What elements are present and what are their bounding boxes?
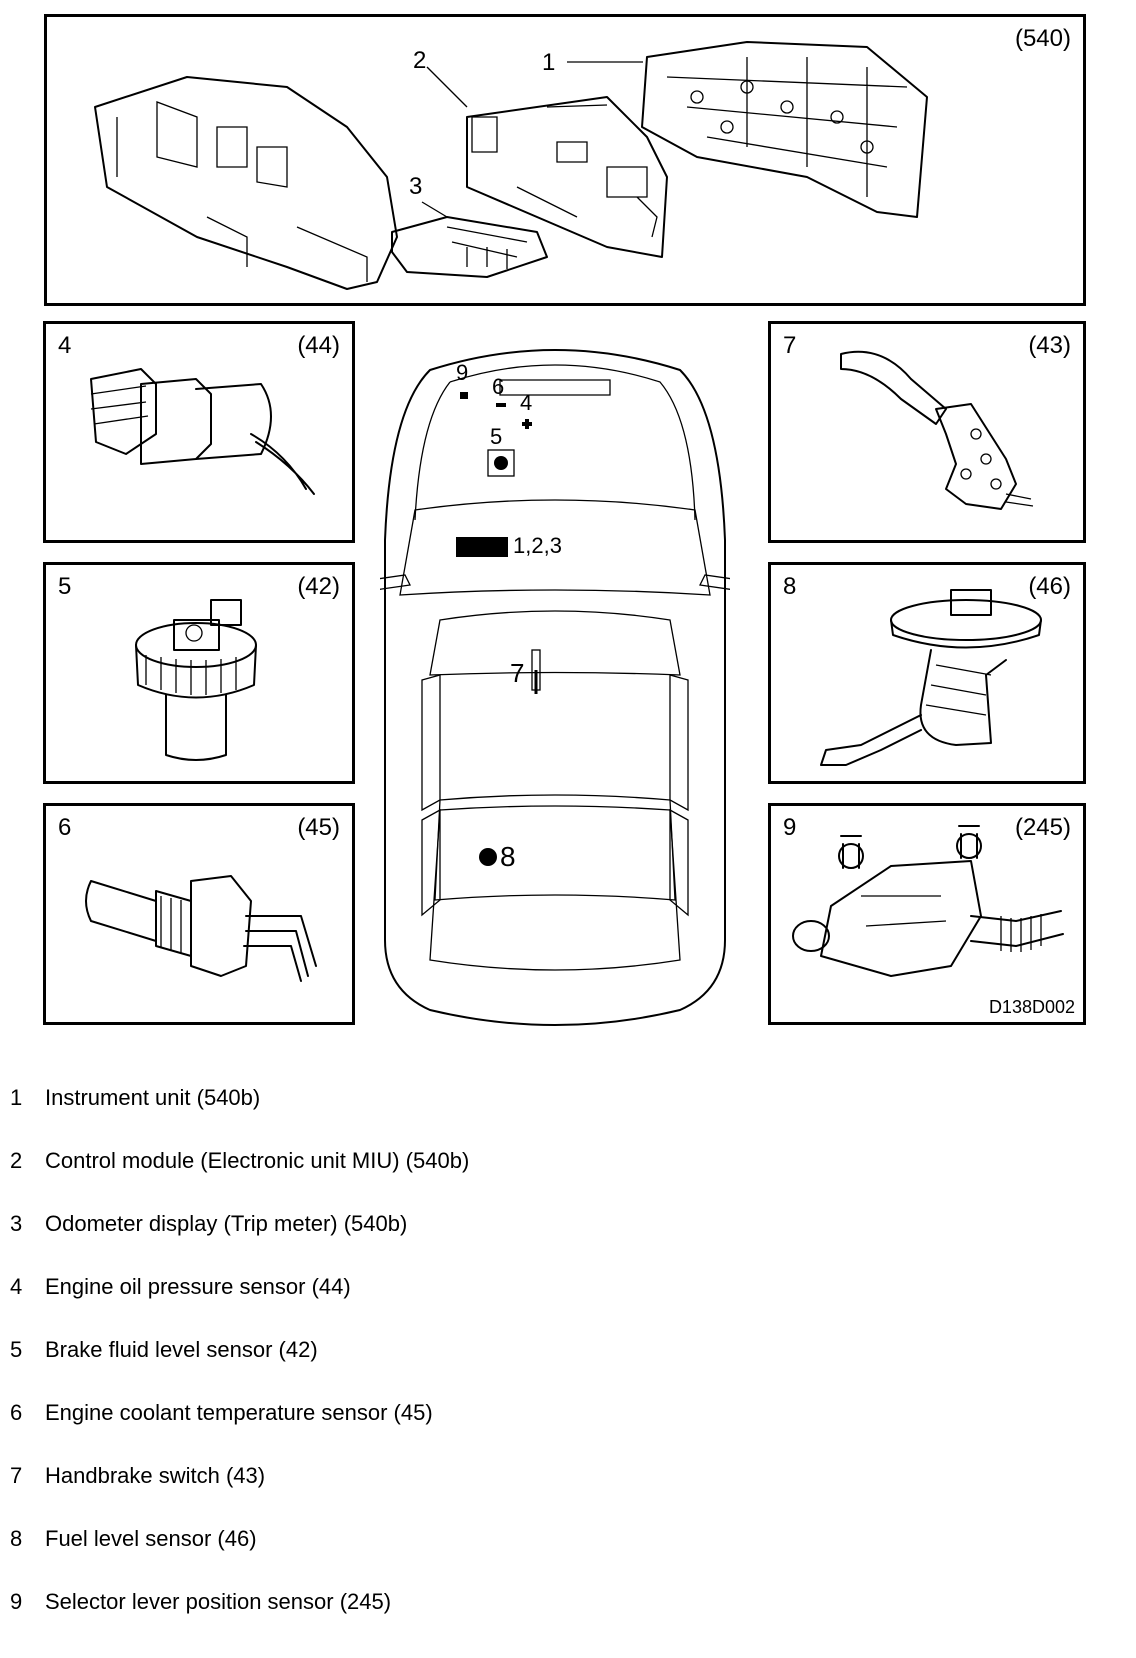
trip-meter-icon	[391, 216, 548, 278]
panel-coolant-temp-sensor: 6 (45)	[43, 803, 355, 1025]
panel-number: 9	[783, 814, 797, 841]
callout-2: 2	[413, 47, 427, 74]
car-marker-6: 6	[492, 374, 505, 399]
legend-text: Instrument unit (540b)	[45, 1085, 261, 1110]
instrument-cluster-panel: (540) 2 1 3	[44, 14, 1086, 306]
legend-number: 8	[10, 1526, 23, 1551]
panel-code: (43)	[1028, 332, 1071, 359]
legend-number: 1	[10, 1085, 23, 1110]
handbrake-switch-icon	[840, 350, 1034, 510]
legend-number: 6	[10, 1400, 23, 1425]
legend-text: Handbrake switch (43)	[45, 1463, 266, 1488]
panel-code: (44)	[297, 332, 340, 359]
legend-number: 4	[10, 1274, 23, 1299]
car-outline-icon	[369, 349, 741, 1026]
panel-code: (245)	[1014, 814, 1071, 841]
legend-text: Selector lever position sensor (245)	[45, 1589, 392, 1614]
legend-text: Control module (Electronic unit MIU) (54…	[45, 1148, 470, 1173]
legend-text: Odometer display (Trip meter) (540b)	[45, 1211, 408, 1236]
panel-handbrake-switch: 7 (43)	[768, 321, 1086, 543]
panel-number: 5	[58, 573, 72, 600]
legend-text: Engine coolant temperature sensor (45)	[45, 1400, 433, 1425]
legend-text: Fuel level sensor (46)	[45, 1526, 257, 1551]
car-marker-5: 5	[490, 424, 503, 449]
figure-id: D138D002	[988, 997, 1075, 1017]
coolant-temperature-sensor-icon	[85, 875, 317, 982]
instrument-unit-icon	[641, 41, 928, 218]
callout-1: 1	[542, 49, 556, 76]
panel-number: 8	[783, 573, 797, 600]
legend-text: Engine oil pressure sensor (44)	[45, 1274, 351, 1299]
panel-code: (45)	[297, 814, 340, 841]
panel-brake-fluid-sensor: 5 (42)	[43, 562, 355, 784]
car-top-view: 9 6 4 5 1,2,3 7 8	[369, 340, 741, 1030]
panel-number: 7	[783, 332, 797, 359]
cluster-rear-cover-icon	[94, 76, 398, 290]
legend-text: Brake fluid level sensor (42)	[45, 1337, 318, 1362]
selector-lever-sensor-icon	[792, 825, 1064, 977]
car-marker-4: 4	[520, 390, 533, 415]
panel-oil-pressure-sensor: 4 (44)	[43, 321, 355, 543]
panel-code: (540)	[1014, 25, 1071, 52]
panel-code: (46)	[1028, 573, 1071, 600]
panel-number: 4	[58, 332, 72, 359]
instrument-cluster-drawing	[94, 41, 928, 290]
legend-number: 5	[10, 1337, 23, 1362]
car-marker-7: 7	[510, 658, 525, 688]
legend-number: 2	[10, 1148, 23, 1173]
panel-code: (42)	[297, 573, 340, 600]
brake-fluid-level-sensor-icon	[135, 599, 257, 761]
panel-selector-lever-sensor: 9 (245) D138D002	[768, 803, 1086, 1025]
oil-pressure-sensor-icon	[90, 368, 315, 495]
fuel-level-sensor-icon	[820, 589, 1042, 766]
car-marker-9: 9	[456, 360, 469, 385]
panel-number: 6	[58, 814, 72, 841]
legend-number: 9	[10, 1589, 23, 1614]
car-marker-8: 8	[500, 841, 516, 872]
panel-fuel-level-sensor: 8 (46)	[768, 562, 1086, 784]
callout-3: 3	[409, 173, 423, 200]
car-marker-123: 1,2,3	[513, 533, 562, 558]
control-module-icon	[466, 96, 668, 258]
legend-number: 7	[10, 1463, 23, 1488]
legend-number: 3	[10, 1211, 23, 1236]
